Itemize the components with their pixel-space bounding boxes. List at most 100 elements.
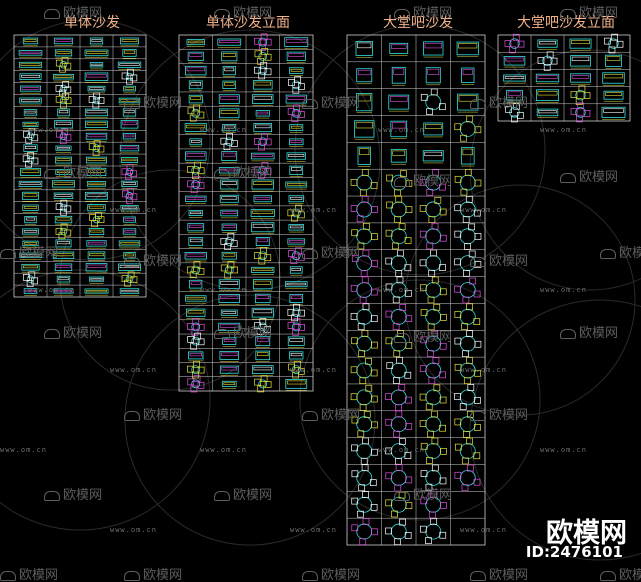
sofa-symbol <box>219 324 239 328</box>
sofa-symbol <box>24 215 37 224</box>
sofa-symbol <box>189 114 197 122</box>
sofa-logo-icon <box>44 328 60 339</box>
sofa-symbol <box>465 196 473 203</box>
sofa-symbol <box>122 108 137 117</box>
sofa-symbol <box>287 238 306 245</box>
sofa-symbol <box>385 310 393 318</box>
sofa-symbol <box>21 87 40 90</box>
sofa-symbol <box>231 140 238 147</box>
sofa-symbol <box>291 80 301 90</box>
sofa-symbol <box>511 115 518 123</box>
sofa-symbol <box>454 443 462 451</box>
sofa-symbol <box>89 37 104 45</box>
sofa-symbol <box>404 452 412 459</box>
sofa-symbol <box>361 195 369 203</box>
sofa-symbol <box>460 134 467 142</box>
watermark-logo-text: 欧模网 <box>143 96 183 111</box>
sofa-symbol <box>474 340 482 348</box>
sofa-symbol <box>85 263 108 272</box>
sofa-symbol <box>422 150 444 162</box>
sofa-symbol <box>439 396 447 404</box>
sofa-symbol <box>356 469 373 486</box>
sofa-symbol <box>220 295 239 300</box>
sofa-symbol <box>264 138 272 146</box>
sofa-symbol <box>218 294 240 303</box>
sofa-symbol <box>420 442 428 450</box>
sofa-symbol <box>399 438 406 445</box>
sofa-symbol <box>92 149 100 156</box>
sofa-symbol <box>571 56 590 62</box>
sofa-symbol <box>230 240 238 248</box>
sofa-symbol <box>395 404 402 411</box>
sofa-symbol <box>125 168 134 176</box>
sofa-symbol <box>119 288 140 294</box>
sofa-symbol <box>473 318 481 325</box>
watermark-logo-text: 欧模网 <box>489 254 529 269</box>
sofa-symbol <box>254 81 271 86</box>
sofa-symbol <box>425 201 442 218</box>
watermark-logo-text: 欧模网 <box>489 568 529 582</box>
sofa-symbol <box>121 275 129 282</box>
sofa-symbol <box>298 323 305 331</box>
sofa-symbol <box>608 46 616 54</box>
sofa-symbol <box>439 208 447 216</box>
sofa-symbol <box>583 92 591 99</box>
sofa-symbol <box>124 87 135 90</box>
sofa-symbol <box>386 362 394 370</box>
sofa-symbol <box>189 238 202 243</box>
sofa-symbol <box>28 271 36 279</box>
sofa-symbol <box>459 228 476 245</box>
sofa-symbol <box>385 472 393 480</box>
sofa-symbol <box>396 276 404 284</box>
sofa-symbol <box>469 277 476 285</box>
sofa-symbol <box>19 97 42 104</box>
sofa-symbol <box>459 201 476 218</box>
sofa-symbol <box>459 174 476 191</box>
sofa-symbol <box>193 375 201 382</box>
sofa-symbol <box>223 339 235 342</box>
sofa-symbol <box>92 215 101 224</box>
sofa-symbol <box>87 158 106 161</box>
sofa-symbol <box>251 179 274 190</box>
watermark-logo: 欧模网 <box>560 2 618 21</box>
sofa-symbol <box>608 38 619 49</box>
sofa-symbol <box>462 296 470 304</box>
sofa-symbol <box>503 74 526 82</box>
sofa-symbol <box>459 403 467 410</box>
sofa-symbol <box>297 211 305 219</box>
watermark-logo-text: 欧模网 <box>63 6 103 21</box>
sofa-symbol <box>294 76 302 83</box>
sofa-symbol <box>354 120 375 138</box>
sofa-symbol <box>394 538 401 546</box>
sofa-symbol <box>428 269 436 277</box>
sofa-symbol <box>22 37 39 45</box>
sofa-symbol <box>426 188 434 196</box>
sofa-symbol <box>359 404 367 411</box>
sofa-symbol <box>294 361 301 368</box>
watermark-logo-text: 欧模网 <box>321 96 361 111</box>
watermark-logo-text: 欧模网 <box>321 408 361 423</box>
sofa-symbol <box>461 323 468 330</box>
sofa-symbol <box>371 341 378 349</box>
sofa-symbol <box>427 323 435 331</box>
sofa-symbol <box>258 251 268 261</box>
sofa-symbol <box>433 303 441 311</box>
sofa-symbol <box>20 51 41 54</box>
sofa-symbol <box>505 106 513 113</box>
sofa-symbol <box>466 303 473 311</box>
sofa-symbol <box>290 125 302 129</box>
sofa-symbol <box>60 101 67 109</box>
sofa-symbol <box>430 88 438 96</box>
sofa-symbol <box>370 369 378 377</box>
sofa-symbol <box>60 223 68 231</box>
sofa-symbol <box>460 147 475 165</box>
sofa-symbol <box>370 504 378 511</box>
sofa-symbol <box>253 138 261 145</box>
watermark-logo: 欧模网 <box>214 2 272 21</box>
sofa-symbol <box>461 457 469 465</box>
watermark-logo-text: 欧模网 <box>321 246 361 261</box>
sofa-symbol <box>121 146 138 150</box>
sofa-symbol <box>257 385 265 393</box>
sofa-symbol <box>221 211 237 214</box>
sofa-symbol <box>253 181 273 185</box>
